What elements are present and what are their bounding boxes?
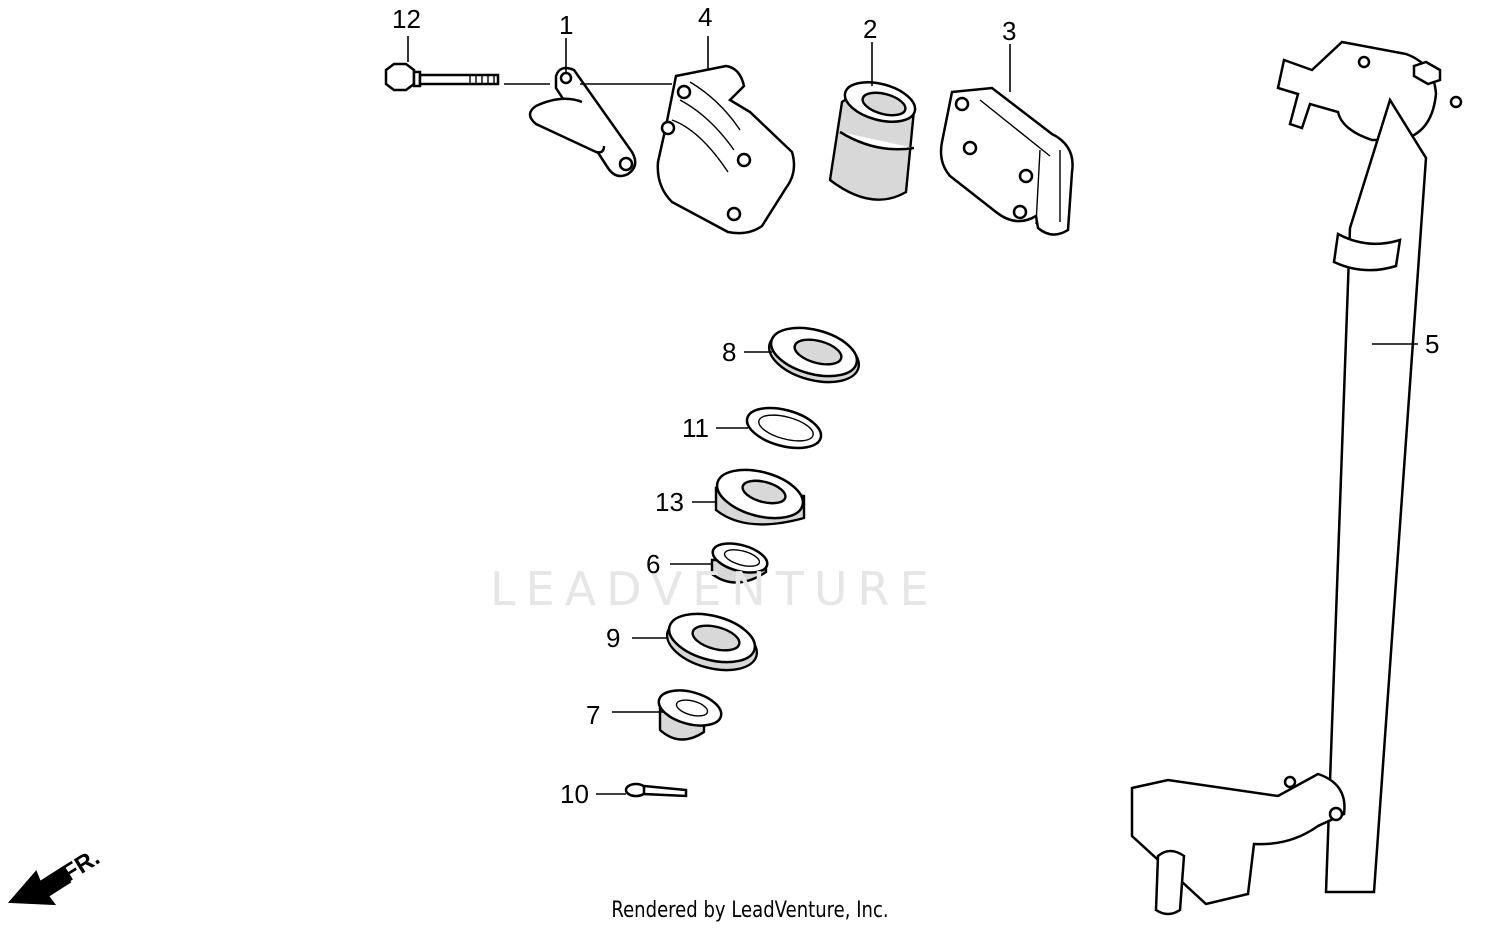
callout-7: 7 — [586, 700, 601, 730]
callout-2: 2 — [863, 14, 878, 44]
part-3-holder-lower — [939, 86, 1074, 236]
callout-3: 3 — [1002, 16, 1017, 46]
callout-13: 13 — [655, 487, 684, 517]
part-10-cotter-pin — [624, 782, 688, 798]
callout-12: 12 — [392, 4, 421, 34]
part-12-bolt — [384, 62, 500, 92]
footer-credit: Rendered by LeadVenture, Inc. — [611, 898, 889, 923]
callout-10: 10 — [560, 779, 589, 809]
callout-11: 11 — [682, 413, 709, 443]
callout-6: 6 — [646, 549, 661, 579]
part-9-oil-seal — [665, 612, 759, 672]
part-11-circlip — [745, 406, 823, 450]
callout-5: 5 — [1425, 329, 1440, 359]
part-8-oil-seal — [767, 326, 861, 384]
part-4-holder-upper — [656, 64, 796, 235]
watermark: LEADVENTURE — [490, 562, 939, 616]
callout-9: 9 — [606, 623, 621, 653]
part-13-bearing — [714, 468, 806, 526]
front-arrow-icon — [7, 866, 72, 906]
callout-4: 4 — [698, 2, 713, 32]
part-7-castle-nut — [657, 689, 723, 741]
part-6-collar — [710, 542, 769, 584]
callout-1: 1 — [559, 10, 574, 40]
part-1-holder — [528, 66, 637, 178]
part-2-bushing — [828, 81, 917, 201]
callout-8: 8 — [722, 337, 737, 367]
part-5-steering-shaft — [1130, 40, 1463, 916]
